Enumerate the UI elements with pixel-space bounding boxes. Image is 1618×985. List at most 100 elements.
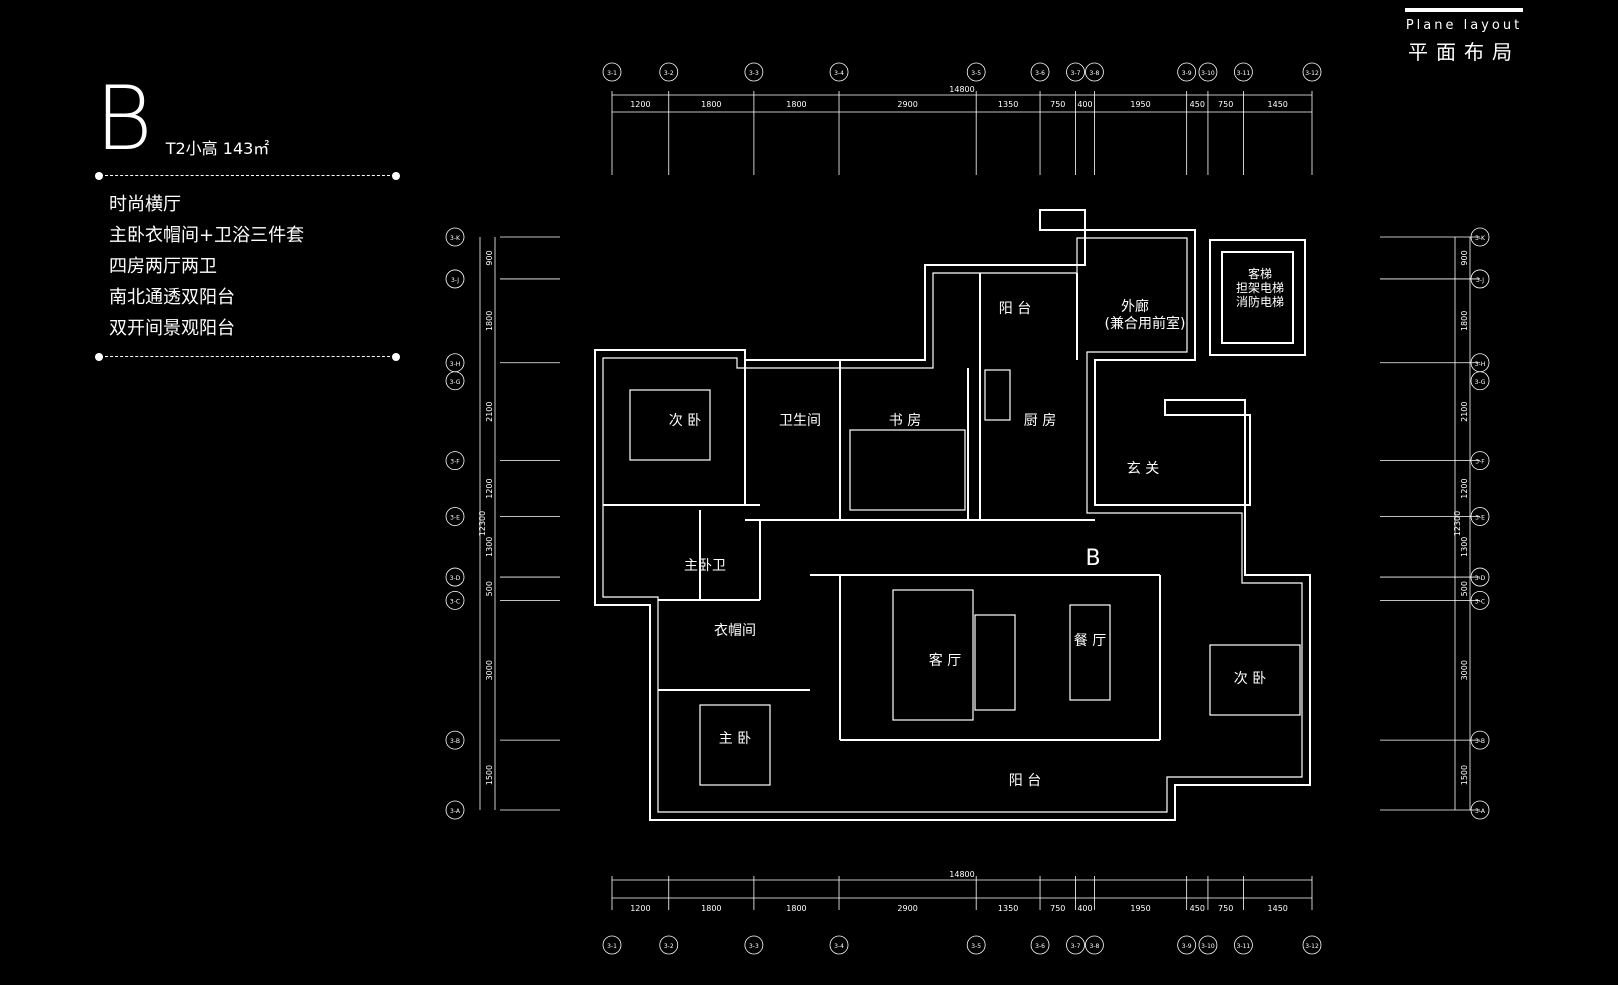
axis-label: 3-F [1475,459,1485,466]
feature-item: 时尚横厅 [109,194,181,215]
dimension-label: 1200 [630,904,650,913]
bed-icon [699,704,771,786]
axis-label: 3-A [1475,808,1486,815]
axis-label: 3-7 [1071,943,1081,950]
feature-item: 双开间景观阳台 [109,318,235,339]
axis-bubble [445,451,465,471]
axis-bubble [744,62,764,82]
dimension-label: 1350 [998,904,1018,913]
axis-label: 3-C [450,598,460,605]
axis-label: 3-H [450,361,461,368]
room-label: 卫生间 [779,413,821,429]
axis-bubble [445,507,465,526]
axis-bubble [1470,371,1490,391]
axis-bubble [1198,935,1218,955]
dimension-label: 1450 [1268,904,1288,913]
header-bar [1405,8,1523,12]
axis-label: 3-9 [1182,943,1192,950]
bed-icon [1209,644,1301,716]
dimension-label: 1200 [1460,478,1469,498]
axis-bubble [1177,935,1197,955]
axis-label: 3-10 [1201,943,1215,950]
room-label: 客梯 [1248,266,1272,281]
axis-label: 3-F [450,459,460,466]
unit-letter: B [95,67,153,170]
dimension-label: 1200 [485,478,494,498]
room-label: 厨 房 [1024,413,1056,429]
dimension-label: 1950 [1130,904,1150,913]
axis-label: 3-3 [749,70,759,77]
header-tag: Plane layout 平面布局 [1405,8,1523,65]
axis-label: 3-G [1475,379,1486,386]
room-label: 次 卧 [669,413,701,429]
dimension-label: 1300 [1460,537,1469,557]
axis-label: 3-4 [834,70,844,77]
dimension-label: 750 [1218,100,1233,109]
dimension-label: 450 [1190,904,1205,913]
axis-bubble [445,730,465,750]
axis-label: 3-4 [834,943,844,950]
axis-bubble [445,567,465,587]
dimension-label: 1800 [786,904,806,913]
axis-label: 3-6 [1035,943,1045,950]
feature-item: 主卧衣帽间+卫浴三件套 [109,225,305,246]
axis-bubble [602,62,622,82]
divider-bottom [95,352,400,362]
dimension-label: 1800 [485,311,494,331]
axis-label: 3-D [450,575,461,582]
axis-bubble [1085,935,1104,955]
axis-label: 3-1 [607,70,617,77]
dimension-label: 1800 [1460,311,1469,331]
dimension-label: 3000 [485,660,494,680]
axis-bubble [1030,62,1050,82]
axis-label: 3-D [1475,575,1486,582]
axis-bubble [1470,567,1490,587]
room-label: 阳 台 [999,301,1031,317]
axis-label: 3-E [1475,515,1485,522]
dimension-label: 1500 [485,765,494,785]
axis-bubble [445,800,465,820]
axis-label: 3-9 [1182,70,1192,77]
sink-icon [984,369,1011,421]
axis-label: 3-A [450,808,461,815]
dimension-total: 12300 [478,511,487,536]
dimension-label: 1450 [1268,100,1288,109]
axis-label: 3-11 [1237,943,1251,950]
dimension-lines: 14800 1200 1800 1800 2900 1350 750 400 1950 450 75… [478,85,1480,913]
dimension-label: 900 [1460,250,1469,265]
dimension-label: 750 [1050,100,1065,109]
axis-label: 3-10 [1201,70,1215,77]
axis-label: 3-H [1475,361,1486,368]
room-label: 主 卧 [719,731,751,747]
dimension-label: 750 [1218,904,1233,913]
dimension-total: 12300 [1453,511,1462,536]
dimension-label: 900 [485,250,494,265]
dimension-label: 1800 [701,100,721,109]
axis-bubble [966,62,986,82]
dimension-label: 2900 [897,904,917,913]
dimension-label: 750 [1050,904,1065,913]
axis-label: 3-7 [1071,70,1081,77]
feature-item: 南北通透双阳台 [109,287,235,308]
dimension-label: 1500 [1460,765,1469,785]
axis-bubble [1066,935,1085,955]
axis-label: 3-J [451,277,459,284]
dimension-label: 400 [1077,904,1092,913]
dimension-label: 1350 [998,100,1018,109]
dimension-label: 450 [1190,100,1205,109]
axis-label: 3-12 [1305,70,1319,77]
dimension-label: 2100 [485,402,494,422]
dimension-total: 14800 [949,85,974,94]
room-label: 书 房 [889,413,921,429]
axis-label: 3-5 [971,943,981,950]
feature-item: 四房两厅两卫 [109,256,217,277]
dimension-label: 2100 [1460,402,1469,422]
axis-bubble [1302,62,1322,82]
axis-label: 3-B [450,738,460,745]
axis-bubble [1030,935,1050,955]
axis-bubble [1470,451,1490,471]
axis-bubble [1302,935,1322,955]
axis-label: 3-12 [1305,943,1319,950]
dining-table-icon [1069,604,1111,701]
